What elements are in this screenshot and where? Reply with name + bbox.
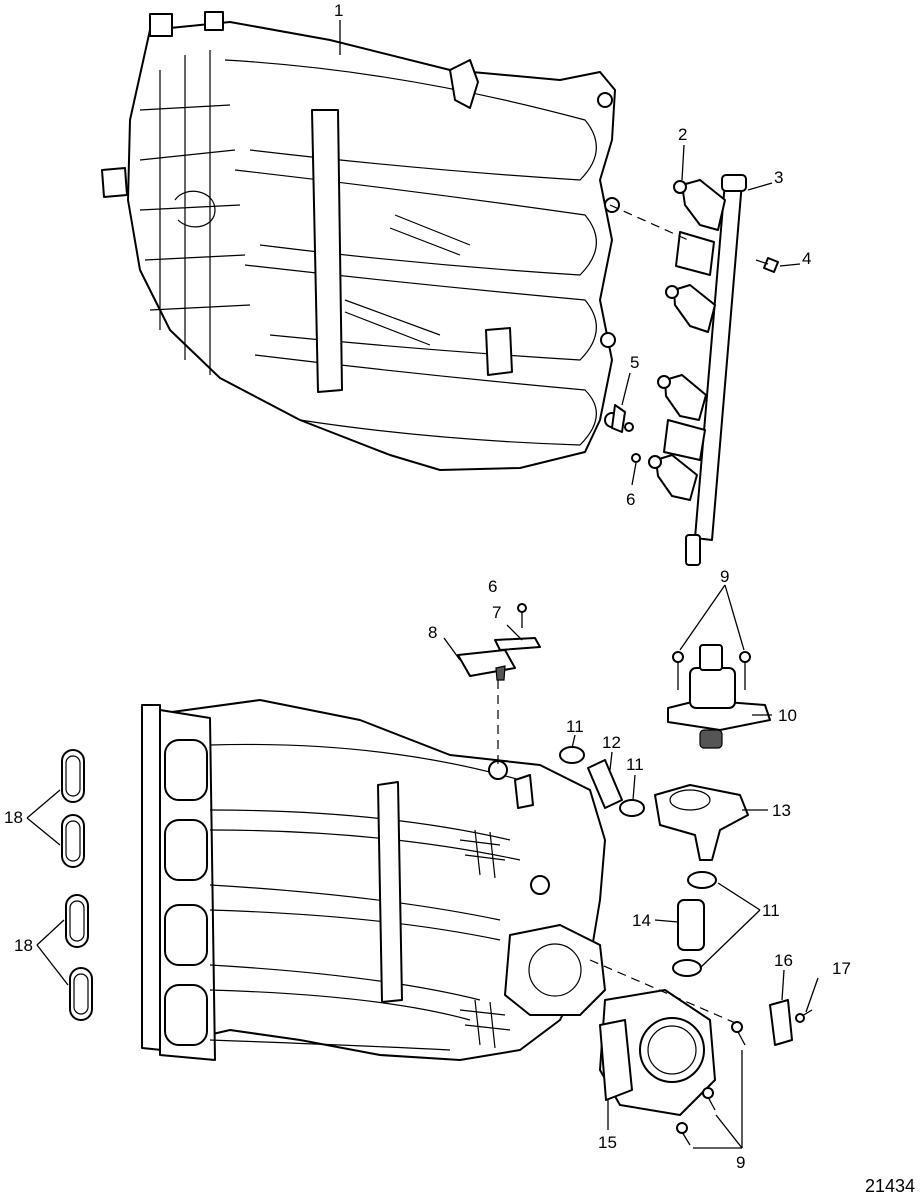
mounting-bolt [676, 1122, 691, 1146]
intake-gasket [65, 894, 89, 948]
callout-12: 12 [602, 733, 621, 752]
fuel-rail-assembly [648, 174, 747, 566]
callout-4: 4 [802, 249, 811, 268]
callout-2: 2 [678, 125, 687, 144]
callout-7: 7 [492, 603, 501, 622]
intake-gasket [61, 814, 85, 868]
sensor-screw [517, 603, 527, 628]
callout-11: 11 [626, 755, 644, 774]
lower-intake-manifold [141, 699, 606, 1061]
fuel-rail-bolt [755, 257, 779, 273]
hose-clamp [619, 799, 645, 817]
coolant-housing [654, 784, 749, 861]
mounting-bolt [702, 1087, 716, 1111]
hose-clamp [672, 959, 702, 977]
small-bolt-upper [631, 453, 641, 463]
coolant-hose [677, 899, 705, 951]
callout-14: 14 [632, 911, 651, 930]
throttle-body [599, 989, 716, 1116]
sensor-screw [795, 1009, 813, 1023]
intake-gasket [69, 967, 93, 1021]
callout-9: 9 [720, 567, 729, 586]
callout-11: 11 [762, 901, 780, 920]
callout-10: 10 [778, 706, 797, 725]
callout-11: 11 [566, 717, 584, 736]
callout-18: 18 [14, 936, 33, 955]
throttle-position-sensor [769, 999, 793, 1046]
mounting-bolt [739, 651, 751, 690]
callout-16: 16 [774, 951, 793, 970]
callout-18: 18 [4, 808, 23, 827]
callout-6: 6 [488, 577, 497, 596]
assembly-lines [497, 204, 741, 1026]
spacer-fitting [611, 404, 634, 433]
callout-9: 9 [736, 1153, 745, 1172]
sensor-retainer [494, 637, 541, 651]
callout-5: 5 [630, 353, 639, 372]
callout-15: 15 [598, 1133, 617, 1152]
mounting-bolt [731, 1021, 746, 1046]
intake-gasket [61, 749, 85, 803]
callout-8: 8 [428, 623, 437, 642]
callout-6: 6 [626, 490, 635, 509]
hose-clamp [559, 746, 585, 764]
map-sensor [457, 649, 516, 681]
hose-clamp [687, 871, 717, 889]
upper-intake-manifold [101, 11, 620, 471]
callout-labels: 1 2 3 4 5 6 6 7 8 9 10 11 12 11 13 11 14… [4, 1, 915, 1196]
leader-lines [26, 20, 819, 1149]
idle-air-control-valve [667, 644, 771, 749]
mounting-bolt [672, 651, 684, 690]
callout-1: 1 [334, 1, 343, 20]
coolant-hose [587, 759, 623, 809]
figure-number: 21434 [865, 1176, 915, 1196]
callout-13: 13 [772, 801, 791, 820]
callout-17: 17 [832, 959, 851, 978]
callout-3: 3 [774, 168, 783, 187]
